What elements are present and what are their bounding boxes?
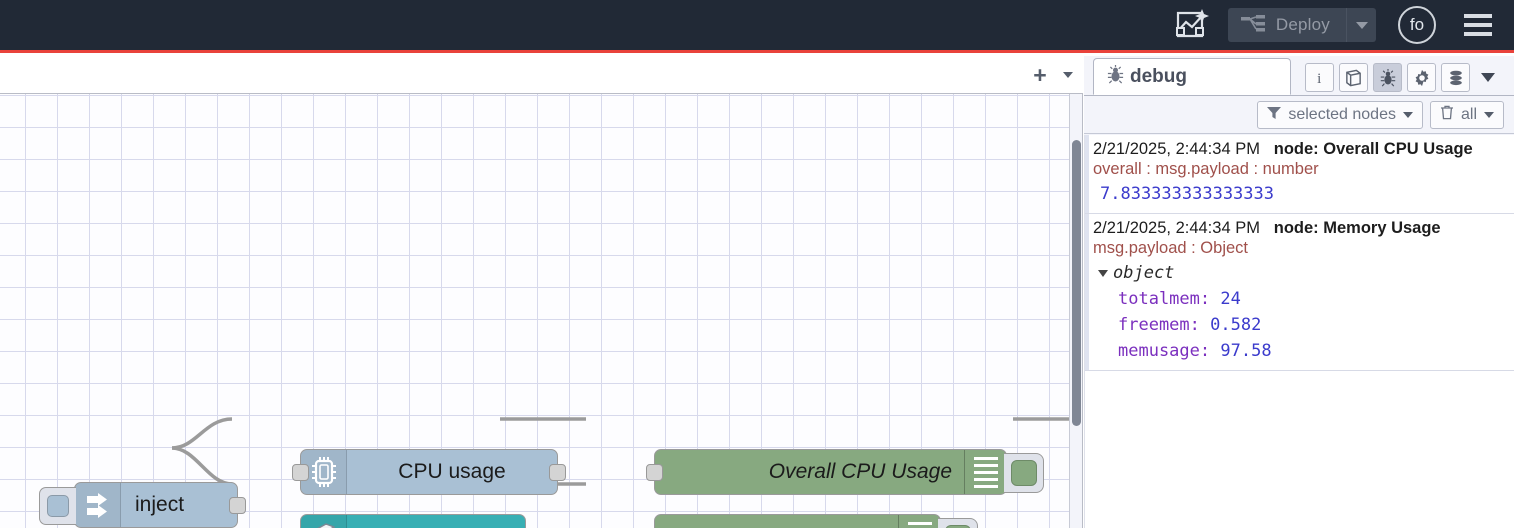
debug-message-topic: msg.payload : Object	[1093, 239, 1248, 257]
deploy-dropdown-caret[interactable]	[1346, 8, 1376, 42]
debug-clear-button[interactable]: all	[1429, 101, 1504, 129]
chevron-down-icon	[1402, 112, 1413, 118]
debug-object-value: 97.58	[1220, 341, 1272, 361]
sidebar-tab-bar: debug i	[1084, 56, 1514, 96]
bug-icon[interactable]	[1373, 63, 1402, 92]
debug-object-key: memusage	[1118, 341, 1200, 361]
node-label: CPU usage	[398, 460, 506, 483]
chevron-down-icon	[1484, 112, 1494, 118]
ai-flow-generate-icon[interactable]	[1170, 5, 1214, 45]
debug-message-topic: overall : msg.payload : number	[1093, 160, 1319, 178]
debug-node-filter-label: selected nodes	[1288, 106, 1396, 123]
debug-object-key: freemem	[1118, 315, 1190, 335]
sidebar-tool-buttons: i	[1305, 63, 1501, 95]
canvas-vertical-scrollbar[interactable]	[1069, 94, 1082, 528]
debug-message-timestamp: 2/21/2025, 2:44:34 PM	[1093, 140, 1260, 158]
flow-canvas[interactable]: inject CPU usage	[0, 94, 1070, 528]
app-header: Deploy fo	[0, 0, 1514, 53]
debug-object-row: freemem: 0.582	[1118, 315, 1262, 335]
chevron-down-icon	[1481, 73, 1495, 82]
sidebar-tools-menu-button[interactable]	[1475, 63, 1501, 92]
hamburger-menu-icon[interactable]	[1458, 6, 1498, 44]
deploy-button[interactable]: Deploy	[1227, 8, 1376, 42]
debug-message-list[interactable]: 2/21/2025, 2:44:34 PM node: Overall CPU …	[1084, 135, 1514, 528]
deploy-button-main[interactable]: Deploy	[1228, 8, 1346, 42]
chevron-down-icon	[1063, 71, 1073, 78]
flow-tab-bar: +	[0, 56, 1083, 94]
menu-bar-1	[1464, 14, 1492, 18]
avatar[interactable]: fo	[1398, 6, 1436, 44]
flow-node-inject[interactable]: inject	[39, 482, 246, 528]
workspace: + inject	[0, 56, 1083, 528]
debug-object-value: 24	[1220, 289, 1241, 309]
node-label: Memory Usage	[655, 525, 898, 528]
debug-object-row: totalmem: 24	[1118, 289, 1241, 309]
debug-object-expander[interactable]: object	[1093, 263, 1506, 283]
flow-node-memory[interactable]: Memory	[300, 514, 526, 528]
debug-enable-toggle-button[interactable]	[1004, 453, 1044, 493]
debug-message-node: node: Overall CPU Usage	[1273, 140, 1473, 158]
trash-icon	[1440, 105, 1454, 125]
node-output-port[interactable]	[549, 464, 566, 481]
debug-message-header: 2/21/2025, 2:44:34 PM node: Overall CPU …	[1093, 140, 1506, 159]
debug-filter-bar: selected nodes all	[1084, 97, 1514, 134]
avatar-initials: fo	[1409, 15, 1425, 34]
debug-lines-icon	[964, 450, 1006, 494]
debug-message-header: 2/21/2025, 2:44:34 PM node: Memory Usage	[1093, 219, 1506, 238]
menu-bar-2	[1464, 23, 1492, 27]
server-tower-icon	[301, 515, 347, 528]
debug-object-row: memusage: 97.58	[1118, 341, 1272, 361]
debug-clear-label: all	[1460, 106, 1477, 123]
node-label: inject	[135, 493, 185, 516]
debug-message[interactable]: 2/21/2025, 2:44:34 PM node: Memory Usage…	[1085, 214, 1514, 371]
node-output-port[interactable]	[229, 497, 246, 514]
debug-message-timestamp: 2/21/2025, 2:44:34 PM	[1093, 219, 1260, 237]
debug-object-key: totalmem	[1118, 289, 1200, 309]
node-input-port[interactable]	[646, 464, 663, 481]
chevron-down-icon	[1355, 21, 1368, 29]
flow-node-cpu-usage[interactable]: CPU usage	[292, 449, 566, 495]
flow-node-overall-cpu-usage[interactable]: Overall CPU Usage	[646, 449, 1044, 495]
flow-node-memory-usage[interactable]: Memory Usage	[654, 514, 978, 528]
inject-trigger-button[interactable]	[39, 487, 76, 525]
node-input-port[interactable]	[292, 464, 309, 481]
add-flow-button[interactable]: +	[1033, 61, 1047, 88]
menu-bar-3	[1464, 32, 1492, 36]
bug-icon	[1106, 64, 1125, 89]
node-label: Memory	[347, 525, 525, 528]
sidebar: debug i	[1084, 56, 1514, 528]
book-icon[interactable]	[1339, 63, 1368, 92]
scrollbar-thumb[interactable]	[1072, 140, 1081, 426]
tab-debug[interactable]: debug	[1093, 58, 1291, 95]
arrow-right-icon	[75, 483, 121, 527]
node-label: Overall CPU Usage	[768, 460, 952, 483]
debug-lines-icon	[898, 515, 940, 528]
info-icon[interactable]: i	[1305, 63, 1334, 92]
deploy-label: Deploy	[1275, 15, 1330, 34]
debug-message-node: node: Memory Usage	[1273, 219, 1441, 237]
tab-debug-label: debug	[1130, 65, 1187, 87]
database-icon[interactable]	[1441, 63, 1470, 92]
flow-list-menu-button[interactable]	[1053, 62, 1083, 88]
gear-icon[interactable]	[1407, 63, 1436, 92]
debug-message[interactable]: 2/21/2025, 2:44:34 PM node: Overall CPU …	[1085, 135, 1514, 214]
svg-text:i: i	[1317, 71, 1321, 87]
caret-down-icon	[1098, 269, 1108, 277]
debug-object-label: object	[1113, 263, 1175, 283]
debug-message-value: 7.833333333333333	[1100, 184, 1274, 204]
filter-icon	[1267, 106, 1282, 125]
debug-enable-toggle-button[interactable]	[938, 518, 978, 528]
debug-node-filter-button[interactable]: selected nodes	[1257, 101, 1423, 129]
deploy-nodes-icon	[1240, 14, 1267, 37]
debug-object-value: 0.582	[1210, 315, 1262, 335]
